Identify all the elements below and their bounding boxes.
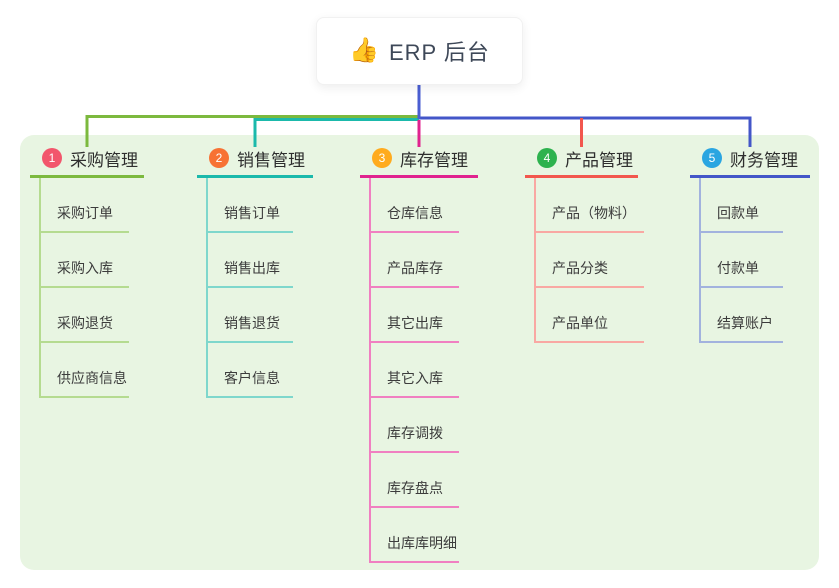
branch-node-5: 5 财务管理 回款单付款单结算账户 — [690, 148, 810, 343]
child-node[interactable]: 销售订单 — [208, 178, 293, 233]
root-title: ERP 后台 — [388, 40, 490, 65]
branch-node-1: 1 采购管理 采购订单采购入库采购退货供应商信息 — [30, 148, 144, 398]
branch-label: 销售管理 — [237, 150, 305, 170]
child-node[interactable]: 付款单 — [701, 233, 783, 288]
branch-node-4: 4 产品管理 产品（物料）产品分类产品单位 — [525, 148, 644, 343]
branch-header[interactable]: 1 采购管理 — [30, 148, 144, 178]
branch-children: 仓库信息产品库存其它出库其它入库库存调拨库存盘点出库库明细 — [369, 178, 478, 563]
branch-number-badge: 2 — [209, 148, 229, 168]
branch-children: 产品（物料）产品分类产品单位 — [534, 178, 644, 343]
child-node[interactable]: 销售退货 — [208, 288, 293, 343]
child-node[interactable]: 产品单位 — [536, 288, 644, 343]
child-node[interactable]: 结算账户 — [701, 288, 783, 343]
branch-number-badge: 3 — [372, 148, 392, 168]
child-node[interactable]: 采购订单 — [41, 178, 129, 233]
branch-children: 回款单付款单结算账户 — [699, 178, 810, 343]
child-node[interactable]: 库存调拨 — [371, 398, 459, 453]
branch-node-2: 2 销售管理 销售订单销售出库销售退货客户信息 — [197, 148, 313, 398]
branch-children: 采购订单采购入库采购退货供应商信息 — [39, 178, 144, 398]
child-node[interactable]: 仓库信息 — [371, 178, 459, 233]
branch-children: 销售订单销售出库销售退货客户信息 — [206, 178, 313, 398]
mindmap-panel — [20, 135, 819, 570]
child-node[interactable]: 库存盘点 — [371, 453, 459, 508]
child-node[interactable]: 其它出库 — [371, 288, 459, 343]
child-node[interactable]: 产品库存 — [371, 233, 459, 288]
child-node[interactable]: 其它入库 — [371, 343, 459, 398]
branch-node-3: 3 库存管理 仓库信息产品库存其它出库其它入库库存调拨库存盘点出库库明细 — [360, 148, 478, 563]
branch-label: 财务管理 — [730, 150, 798, 170]
branch-label: 库存管理 — [400, 150, 468, 170]
child-node[interactable]: 回款单 — [701, 178, 783, 233]
child-node[interactable]: 产品（物料） — [536, 178, 644, 233]
branch-number-badge: 4 — [537, 148, 557, 168]
branch-number-badge: 5 — [702, 148, 722, 168]
child-node[interactable]: 供应商信息 — [41, 343, 129, 398]
branch-label: 产品管理 — [565, 150, 633, 170]
branch-header[interactable]: 5 财务管理 — [690, 148, 810, 178]
child-node[interactable]: 销售出库 — [208, 233, 293, 288]
child-node[interactable]: 采购退货 — [41, 288, 129, 343]
thumbs-up-icon: 👍 — [349, 37, 379, 64]
child-node[interactable]: 产品分类 — [536, 233, 644, 288]
branch-label: 采购管理 — [70, 150, 138, 170]
child-node[interactable]: 出库库明细 — [371, 508, 459, 563]
branch-header[interactable]: 2 销售管理 — [197, 148, 313, 178]
branch-header[interactable]: 3 库存管理 — [360, 148, 478, 178]
branch-header[interactable]: 4 产品管理 — [525, 148, 638, 178]
root-node[interactable]: 👍 ERP 后台 — [316, 17, 523, 85]
child-node[interactable]: 客户信息 — [208, 343, 293, 398]
branch-number-badge: 1 — [42, 148, 62, 168]
child-node[interactable]: 采购入库 — [41, 233, 129, 288]
